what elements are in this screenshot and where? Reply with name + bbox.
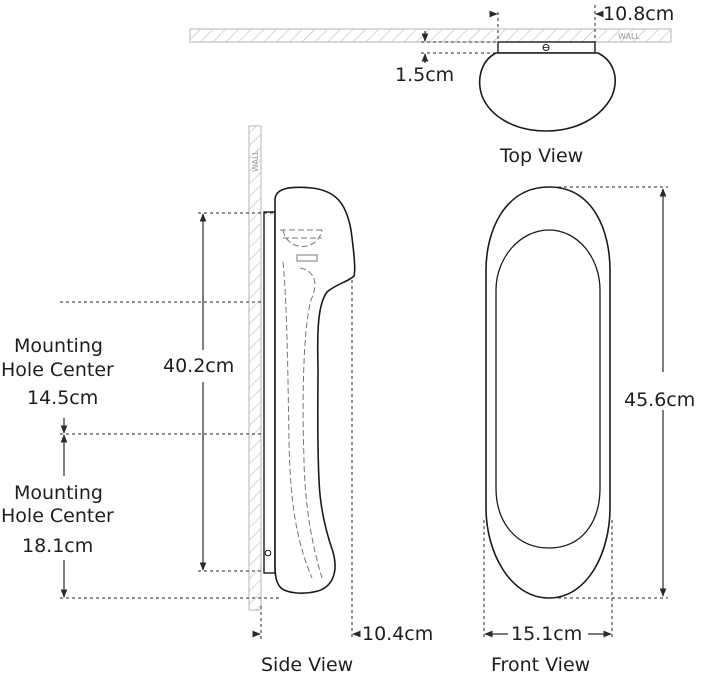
side-view-wall [248, 125, 262, 611]
side-height-label: 40.2cm [163, 355, 234, 377]
top-view-wall-label: WALL [618, 32, 640, 41]
top-width-label: 10.8cm [603, 3, 674, 25]
side-view-hidden-shade [280, 229, 325, 247]
side-view-hidden-diffuser [299, 267, 323, 579]
top-plate-depth-label: 1.5cm [395, 64, 454, 86]
mount-lower-value: 18.1cm [22, 535, 93, 557]
top-view-wall [189, 28, 672, 43]
side-view-screw-icon [264, 549, 272, 557]
front-view: 45.6cm 15.1cm Front View [483, 186, 695, 676]
side-view-hidden-inner-curve [282, 261, 313, 579]
side-view-caption: Side View [261, 654, 353, 676]
top-view-lamp-body [478, 52, 616, 132]
front-view-caption: Front View [491, 654, 590, 676]
mount-upper-line1: Mounting [14, 335, 103, 357]
side-view: WALL 40.2cm Mounting Hole Center 14.5cm … [1, 125, 433, 676]
mount-lower-line2: Hole Center [1, 505, 114, 527]
top-view: WALL 10.8cm 1.5cm Top View [189, 3, 674, 167]
side-depth-label: 10.4cm [362, 623, 433, 645]
mount-lower-line1: Mounting [14, 482, 103, 504]
side-view-hidden-socket [296, 254, 318, 262]
mount-upper-value: 14.5cm [27, 387, 98, 409]
front-view-inner-diffuser [495, 229, 601, 549]
top-view-caption: Top View [499, 145, 583, 167]
side-view-back-plate [263, 211, 276, 574]
front-height-label: 45.6cm [624, 389, 695, 411]
side-view-wall-label: WALL [251, 150, 260, 172]
side-view-lamp-body [274, 186, 356, 594]
mount-upper-line2: Hole Center [1, 359, 114, 381]
front-width-label: 15.1cm [511, 623, 582, 645]
